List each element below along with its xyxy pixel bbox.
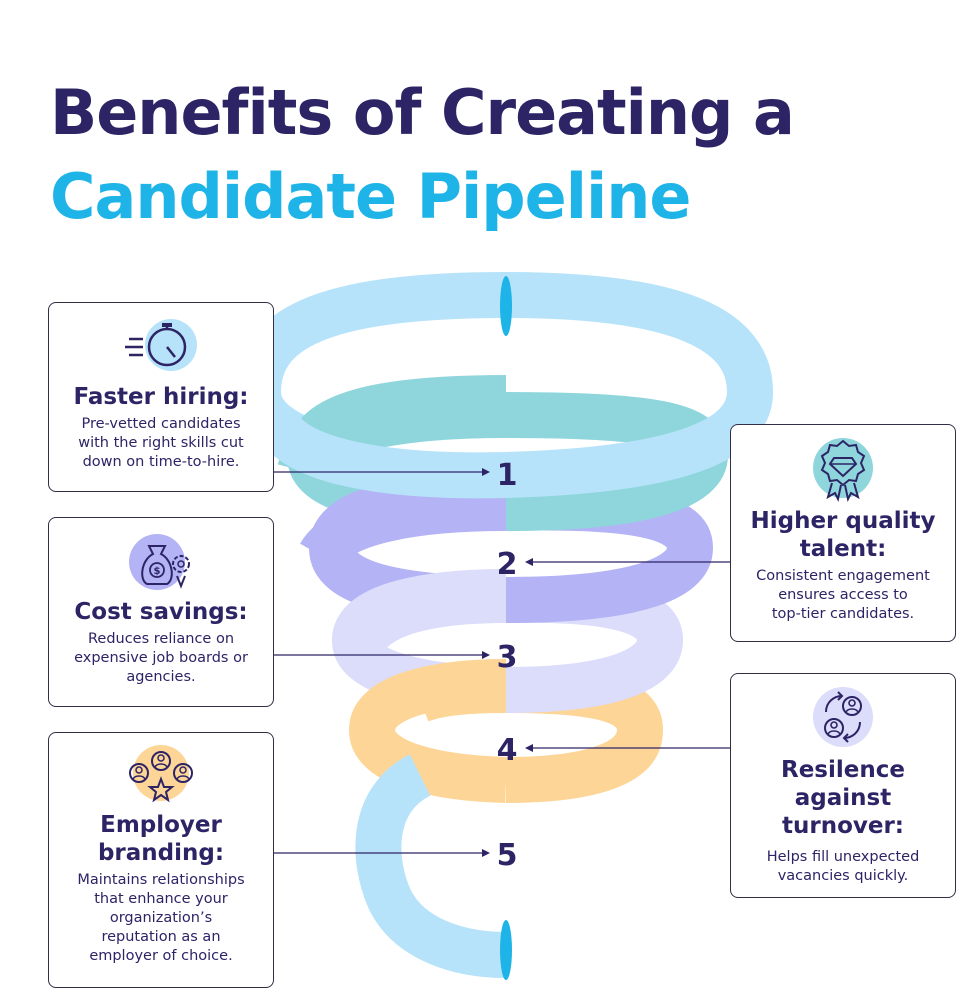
step-number-2: 2: [497, 547, 518, 582]
faster-hiring-text: Pre-vetted candidates with the right ski…: [78, 416, 244, 470]
faster-hiring-heading: Faster hiring:: [73, 384, 249, 410]
ring-1-front: [253, 272, 774, 499]
higher-quality-text: Consistent engagement ensures access to …: [756, 568, 930, 622]
stopwatch-icon: [125, 319, 197, 371]
people-cycle-icon: [813, 687, 873, 747]
ring-2-front: [277, 391, 729, 531]
step-number-1: 1: [497, 458, 518, 493]
svg-text:$: $: [154, 566, 161, 577]
benefit-card-resilence: Resilence against turnover: Helps fill u…: [730, 673, 956, 898]
benefit-card-employer-branding: Employer branding: Maintains relationshi…: [48, 732, 274, 988]
connector-5-arrow: [482, 849, 490, 857]
ring-5-front: [411, 666, 664, 803]
pipe-top-opening: [500, 276, 512, 336]
step-number-4: 4: [497, 733, 518, 768]
connector-3-arrow: [482, 651, 490, 659]
title-line-2: Candidate Pipeline: [50, 160, 691, 233]
benefit-card-higher-quality: Higher quality talent: Consistent engage…: [730, 424, 956, 642]
benefit-card-faster-hiring: Faster hiring: Pre-vetted candidates wit…: [48, 302, 274, 492]
resilence-heading: Resilence against turnover:: [781, 757, 905, 839]
connector-1-arrow: [482, 468, 490, 476]
benefit-card-cost-savings: $ Cost savings: Reduces reliance on expe…: [48, 517, 274, 707]
resilence-text: Helps fill unexpected vacancies quickly.: [766, 849, 920, 884]
diamond-badge-icon: [813, 438, 873, 502]
tail-down: [355, 754, 507, 978]
employer-branding-heading: Employer branding:: [97, 812, 225, 866]
title-line-1: Benefits of Creating a: [50, 76, 795, 149]
people-star-icon: [129, 745, 193, 803]
employer-branding-text: Maintains relationships that enhance you…: [77, 872, 245, 964]
cost-savings-text: Reduces reliance on expensive job boards…: [74, 631, 248, 685]
step-number-3: 3: [497, 640, 518, 675]
cost-savings-heading: Cost savings:: [74, 599, 248, 625]
money-bag-icon: $: [129, 534, 190, 590]
pipe-bottom-opening: [500, 920, 512, 980]
step-number-5: 5: [497, 838, 518, 873]
higher-quality-heading: Higher quality talent:: [750, 508, 936, 562]
connector-2-arrow: [525, 558, 533, 566]
connector-4-arrow: [525, 744, 533, 752]
